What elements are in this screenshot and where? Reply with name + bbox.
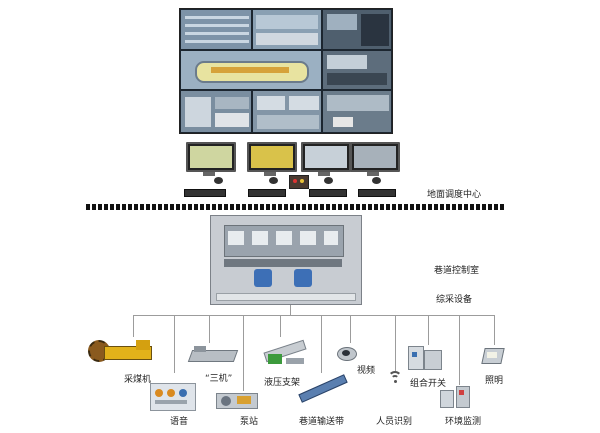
control-room-desk [224,259,342,267]
bus-drop [243,315,244,391]
lighting-icon [481,346,505,366]
monitor [186,142,236,172]
three-machines-label: “三机” [205,374,233,384]
monitor-stand [367,172,379,176]
voice-label: 语音 [170,417,189,427]
bus-trunk [290,305,291,315]
shearer-label: 采煤机 [124,375,152,385]
three-machines-icon [187,346,239,362]
section-divider [86,204,506,210]
keyboard [358,189,396,197]
monitor-stand [264,172,276,176]
mouse [269,177,278,184]
bus-drop [459,315,460,385]
roadway-conveyor-icon [298,374,348,403]
combination-switch-icon [408,346,442,370]
control-room-screen [228,231,244,245]
video-wall-panel [252,9,322,50]
bus-drop [321,315,322,373]
video-wall-panel [322,90,392,133]
monitor-stand [203,172,215,176]
video-wall-panel [180,50,322,90]
pump-station-label: 泵站 [240,417,259,427]
ground-dispatch-center-label: 地面调度中心 [427,190,482,200]
keyboard [248,189,286,197]
bus-drop [133,315,134,337]
control-room-screen [300,231,316,245]
fully-mechanized-equipment-label: 综采设备 [436,295,473,305]
bus-drop [350,315,351,343]
environment-monitor-icon [440,386,470,408]
monitor [301,142,351,172]
monitor [247,142,297,172]
roadway-control-room-label: 巷道控制室 [434,266,480,276]
monitor-stand [318,172,330,176]
video-label: 视频 [357,366,376,376]
video-wall-panel [322,9,392,50]
video-wall-panel [252,90,322,133]
control-room-screen [276,231,292,245]
bus-drop [395,315,396,371]
mouse [214,177,223,184]
hydraulic-support-icon [262,338,310,368]
video-camera-icon [335,347,357,363]
bus-drop [494,315,495,345]
hydraulic-support-label: 液压支架 [264,378,301,388]
control-box [289,175,309,189]
voice-device-icon [150,383,196,411]
control-room-base [216,293,356,301]
environment-monitoring-label: 环境监测 [445,417,482,427]
bus-drop [280,315,281,337]
wifi-icon [388,371,404,385]
bus-drop [428,315,429,345]
video-wall-panel [322,50,392,90]
keyboard [184,189,226,197]
bus-line [133,315,495,316]
personnel-identification-label: 人员识别 [376,417,413,427]
combination-switch-label: 组合开关 [410,379,447,389]
mouse [324,177,333,184]
monitor [350,142,400,172]
control-room-screen [324,231,338,245]
operator-chair [294,269,312,287]
mouse [372,177,381,184]
operator-chair [254,269,272,287]
video-wall [179,8,393,134]
lighting-label: 照明 [485,376,504,386]
keyboard [309,189,347,197]
bus-drop [174,315,175,373]
bus-drop [209,315,210,343]
roadway-control-room [210,215,362,305]
control-room-screen [252,231,268,245]
video-wall-panel [180,9,252,50]
pump-station-icon [216,393,258,409]
roadway-conveyor-label: 巷道输送带 [299,417,345,427]
shearer-icon [88,338,154,364]
video-wall-panel [180,90,252,133]
